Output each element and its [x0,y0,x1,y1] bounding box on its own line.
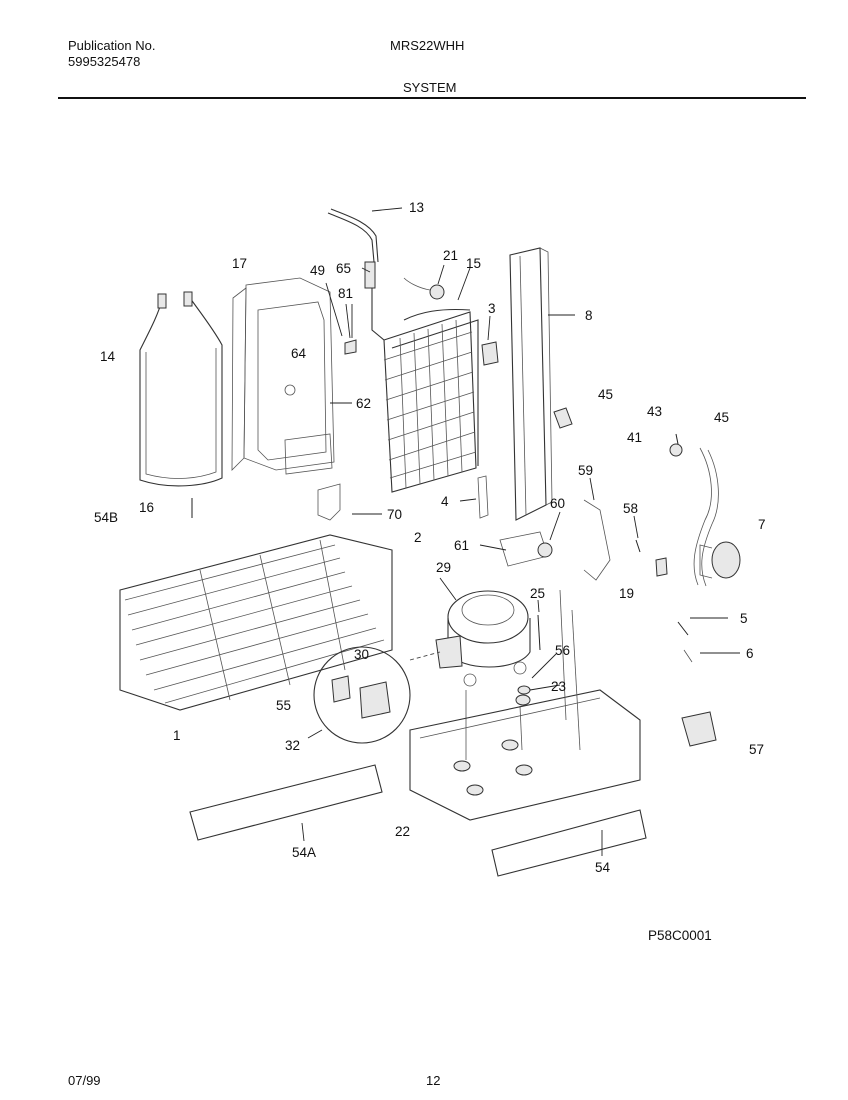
publication-number: 5995325478 [68,54,141,69]
thermistor-clip [344,304,357,355]
drain-cap [681,711,717,747]
compressor [435,590,531,687]
mounting-bolt [465,614,541,760]
callout-54B: 54B [94,510,118,525]
evaporator-cover [231,277,335,475]
callout-16: 16 [139,500,154,515]
publication-label: Publication No. [68,38,156,53]
callout-23: 23 [551,679,566,694]
callout-81: 81 [338,286,353,301]
defrost-heater [139,291,223,518]
header-rule [58,97,806,99]
callout-labels: 13 17 49 65 21 15 81 3 8 14 64 62 45 43 … [94,200,766,875]
callout-70: 70 [387,507,402,522]
callout-2: 2 [414,530,422,545]
callout-6: 6 [746,646,754,661]
footer-date: 07/99 [68,1073,101,1088]
callout-65: 65 [336,261,351,276]
callout-62: 62 [356,396,371,411]
callout-43: 43 [647,404,662,419]
callout-54: 54 [595,860,611,875]
callout-29: 29 [436,560,451,575]
side-channel [509,247,553,521]
leader-lines [301,207,740,856]
callout-7: 7 [758,517,766,532]
drier-tube [327,208,379,289]
callout-64: 64 [291,346,307,361]
fan-bracket [499,499,611,581]
compressor-base [409,589,641,821]
drain-parts [553,407,719,587]
callout-57: 57 [749,742,764,757]
callout-3: 3 [488,301,496,316]
callout-21: 21 [443,248,458,263]
callout-41: 41 [627,430,642,445]
callout-19: 19 [619,586,634,601]
screws [635,539,693,663]
evaporator-clip [481,341,499,366]
callout-25: 25 [530,586,545,601]
callout-45-top: 45 [598,387,613,402]
callout-14: 14 [100,349,116,364]
callout-45-right: 45 [714,410,729,425]
base-rails [189,764,647,877]
condenser-fan-motor [699,541,741,579]
callout-59: 59 [578,463,593,478]
callout-54A: 54A [292,845,316,860]
defrost-thermostat [403,277,445,300]
section-title: SYSTEM [403,80,457,95]
callout-1: 1 [173,728,181,743]
callout-13: 13 [409,200,424,215]
callout-56: 56 [555,643,570,658]
callout-15: 15 [466,256,481,271]
callout-60: 60 [550,496,565,511]
callout-61: 61 [454,538,469,553]
relay-inset [313,646,441,744]
callout-30: 30 [354,647,369,662]
drain-heater [477,475,489,519]
page-number: 12 [426,1073,441,1088]
callout-58: 58 [623,501,638,516]
evaporator-bracket [317,483,341,521]
model-number: MRS22WHH [390,38,465,53]
callout-49: 49 [310,263,325,278]
callout-55: 55 [276,698,291,713]
diagram-code: P58C0001 [648,928,712,943]
callout-22: 22 [395,824,410,839]
callout-8: 8 [585,308,593,323]
callout-32: 32 [285,738,300,753]
evaporator-coil [371,288,479,493]
callout-4: 4 [441,494,449,509]
callout-17: 17 [232,256,247,271]
callout-5: 5 [740,611,748,626]
condenser-coil [119,534,393,711]
